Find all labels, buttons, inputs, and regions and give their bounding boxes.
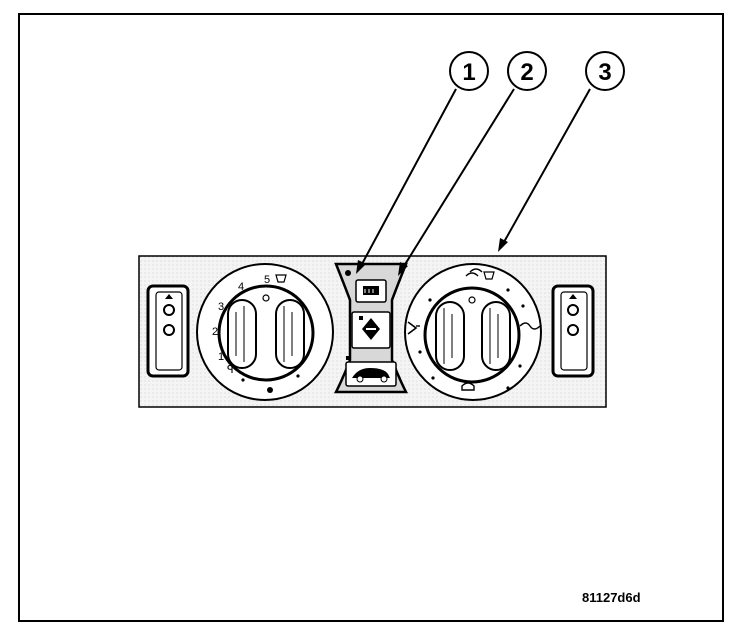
floor-icon — [461, 382, 475, 391]
blower-scale-1: 1 — [218, 351, 224, 363]
callout-leader-2 — [398, 88, 515, 276]
off-mark-icon: ꟼ — [227, 364, 300, 393]
svg-text:ꟼ: ꟼ — [227, 364, 234, 376]
vent-icon — [407, 321, 420, 335]
defrost-icon — [465, 268, 495, 280]
callout-3: 3 — [585, 51, 625, 91]
indicator-led-1 — [345, 270, 351, 276]
callout-1-number: 1 — [462, 59, 475, 86]
blower-knob — [196, 263, 334, 401]
bilevel-icon — [519, 322, 541, 330]
blower-scale-2: 2 — [212, 326, 218, 338]
ac-button — [345, 356, 397, 387]
rear-defrost-button — [355, 279, 387, 303]
callout-leader-3 — [498, 88, 591, 252]
left-outlet — [146, 284, 190, 378]
callout-leader-1 — [356, 88, 457, 274]
blower-scale-3: 3 — [218, 301, 224, 313]
callout-2-number: 2 — [520, 59, 533, 86]
callout-2: 2 — [507, 51, 547, 91]
figure-id: 81127d6d — [582, 590, 641, 605]
right-outlet — [551, 284, 595, 378]
recirculation-button — [351, 311, 391, 349]
blower-scale-5: 5 — [264, 274, 270, 286]
mode-knob — [404, 263, 542, 401]
blower-scale-4: 4 — [238, 281, 244, 293]
callout-3-number: 3 — [598, 59, 611, 86]
callout-1: 1 — [449, 51, 489, 91]
fan-icon — [275, 274, 287, 283]
